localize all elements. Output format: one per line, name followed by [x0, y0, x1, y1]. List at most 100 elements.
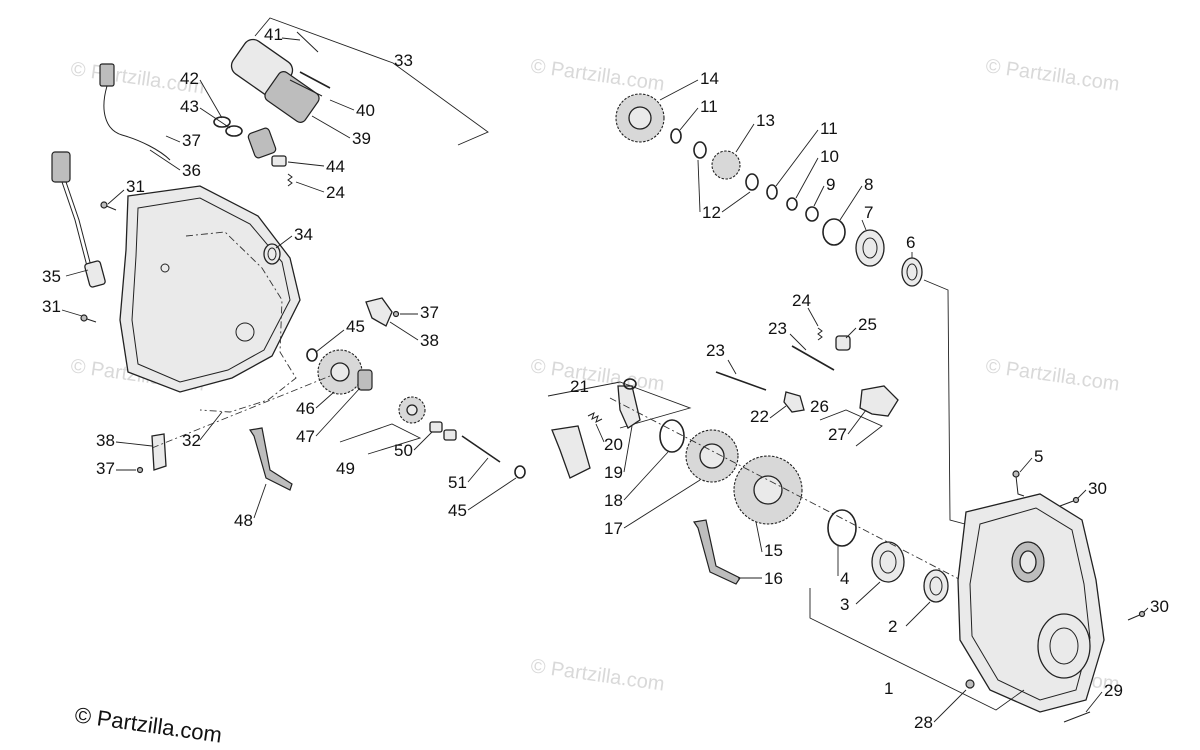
leader-upper-axis	[923, 279, 981, 529]
cable-35	[61, 181, 89, 271]
callout-1: 1	[884, 679, 893, 698]
callout-24-right: 24	[792, 291, 811, 310]
callout-22: 22	[750, 407, 769, 426]
guard-38-lower	[151, 433, 167, 471]
callout-38-low: 38	[96, 431, 115, 450]
left-assembly	[51, 17, 526, 491]
rod-23a	[715, 371, 767, 391]
callout-28: 28	[914, 713, 933, 732]
callout-17: 17	[604, 519, 623, 538]
gear-47	[357, 369, 373, 391]
chain-16	[692, 519, 741, 585]
screw-37-upper	[392, 310, 400, 318]
callout-45-top: 45	[346, 317, 365, 336]
bolt-29	[1063, 711, 1091, 723]
callout-4: 4	[840, 569, 849, 588]
callout-15: 15	[764, 541, 783, 560]
connector-35	[51, 151, 71, 183]
sensor-connector	[99, 63, 115, 87]
axis-left	[151, 375, 331, 449]
callout-32: 32	[182, 431, 201, 450]
callout-35: 35	[42, 267, 61, 286]
circlip-11b	[766, 184, 778, 200]
callout-24-left: 24	[326, 183, 345, 202]
bracket-33	[254, 17, 489, 146]
callout-29: 29	[1104, 681, 1123, 700]
oring-8	[822, 218, 846, 246]
spring-20	[587, 412, 603, 423]
callout-37-top: 37	[182, 131, 201, 150]
callout-13: 13	[756, 111, 775, 130]
watermark: © Partzilla.com	[984, 355, 1121, 396]
callout-16: 16	[764, 569, 783, 588]
callout-37-mid: 37	[420, 303, 439, 322]
fork-22	[783, 391, 805, 413]
callout-31-top: 31	[126, 177, 145, 196]
circlip-11a	[670, 128, 682, 144]
bracket-26-27	[819, 409, 883, 447]
fork-26	[859, 385, 899, 417]
washer-45	[306, 348, 318, 362]
right-assembly	[547, 93, 1146, 723]
callout-36: 36	[182, 161, 201, 180]
washer-10	[786, 197, 798, 211]
callout-45-low: 45	[448, 501, 467, 520]
oring-43	[225, 125, 243, 137]
callout-38-mid: 38	[420, 331, 439, 350]
screw-37-lower	[136, 466, 144, 474]
copyright-notice: © Partzilla.com	[73, 702, 223, 747]
callout-40: 40	[356, 101, 375, 120]
callout-14: 14	[700, 69, 719, 88]
callout-41: 41	[264, 25, 283, 44]
lever-21	[551, 425, 591, 479]
rod-41	[296, 31, 319, 53]
bracket-21	[547, 381, 692, 429]
callout-50: 50	[394, 441, 413, 460]
gasket-32	[185, 231, 297, 413]
spring-24-left	[287, 173, 293, 187]
callout-25: 25	[858, 315, 877, 334]
bracket-1	[809, 588, 1025, 711]
callout-47: 47	[296, 427, 315, 446]
callout-30-right: 30	[1150, 597, 1169, 616]
callout-8: 8	[864, 175, 873, 194]
callout-48: 48	[234, 511, 253, 530]
washer-9	[805, 206, 819, 222]
seal-2	[923, 569, 949, 603]
watermark: © Partzilla.com	[529, 655, 666, 696]
breather-5	[1015, 475, 1025, 497]
coupler	[247, 127, 277, 159]
callout-10: 10	[820, 147, 839, 166]
callout-31-left: 31	[42, 297, 61, 316]
callout-44: 44	[326, 157, 345, 176]
cover-plate	[119, 185, 301, 393]
callout-33: 33	[394, 51, 413, 70]
callout-5: 5	[1034, 447, 1043, 466]
callout-43: 43	[180, 97, 199, 116]
callout-6: 6	[906, 233, 915, 252]
callout-42: 42	[180, 69, 199, 88]
callout-23-right: 23	[768, 319, 787, 338]
spring-24	[817, 327, 823, 341]
callout-39: 39	[352, 129, 371, 148]
washer-12a	[693, 141, 707, 159]
shaft-51	[461, 435, 501, 463]
bearing-3	[871, 541, 905, 583]
callout-11-top: 11	[700, 97, 718, 116]
axis-right	[609, 397, 981, 591]
callout-9: 9	[826, 175, 835, 194]
shift-motor	[230, 38, 331, 123]
circlip-18	[659, 419, 685, 453]
watermark: © Partzilla.com	[529, 355, 666, 396]
callout-49: 49	[336, 459, 355, 478]
seal-6	[901, 257, 923, 287]
callout-21: 21	[570, 377, 589, 396]
callout-labels: 41 33 42 43 40 37 39 36 44 31 24 34 35 3…	[42, 25, 1169, 732]
bearing-7	[855, 229, 885, 267]
washer-45b	[514, 465, 526, 479]
bushing-50a	[429, 421, 443, 433]
callout-46: 46	[296, 399, 315, 418]
oring-4	[827, 509, 857, 547]
callout-12: 12	[702, 203, 721, 222]
callout-34: 34	[294, 225, 313, 244]
